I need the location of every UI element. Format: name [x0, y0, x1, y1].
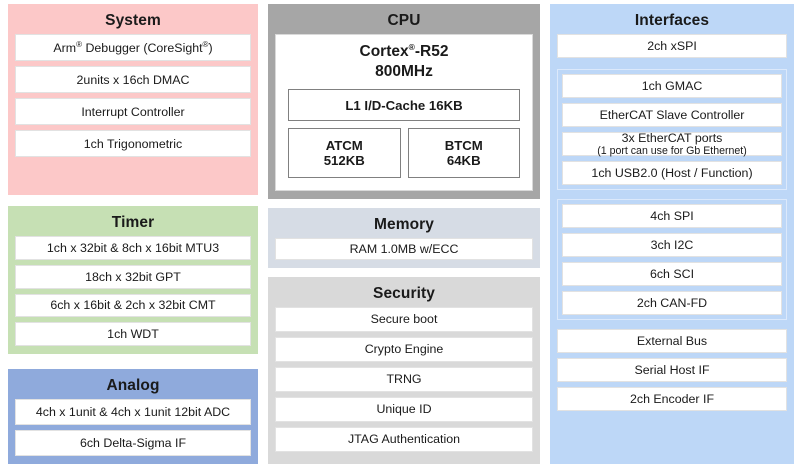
block-interrupt-controller: Interrupt Controller — [15, 98, 251, 125]
block-l1-cache: L1 I/D-Cache 16KB — [288, 89, 520, 121]
left-column: System Arm® Debugger (CoreSight®) 2units… — [8, 4, 258, 464]
panel-timer: Timer 1ch x 32bit & 8ch x 16bit MTU3 18c… — [8, 206, 258, 354]
right-column: Interfaces 2ch xSPI 1ch GMAC EtherCAT Sl… — [550, 4, 794, 464]
btcm-name: BTCM — [444, 137, 483, 153]
block-can-fd: 2ch CAN-FD — [562, 291, 782, 315]
block-adc: 4ch x 1unit & 4ch x 1unit 12bit ADC — [15, 399, 251, 425]
block-i2c: 3ch I2C — [562, 233, 782, 257]
block-wdt: 1ch WDT — [15, 322, 251, 346]
block-usb20: 1ch USB2.0 (Host / Function) — [562, 161, 782, 185]
cpu-core-frequency: 800MHz — [375, 63, 433, 80]
panel-title-security: Security — [373, 284, 435, 302]
block-encoder-if: 2ch Encoder IF — [557, 387, 787, 411]
panel-title-interfaces: Interfaces — [634, 12, 710, 29]
block-ethercat-slave-controller: EtherCAT Slave Controller — [562, 103, 782, 127]
block-unique-id: Unique ID — [275, 396, 533, 422]
block-sci: 6ch SCI — [562, 262, 782, 286]
panel-title-cpu: CPU — [387, 12, 421, 29]
interface-group-bus: External Bus Serial Host IF 2ch Encoder … — [557, 329, 787, 411]
block-cmt: 6ch x 16bit & 2ch x 32bit CMT — [15, 293, 251, 318]
block-atcm: ATCM 512KB — [288, 128, 401, 178]
interface-group-network: 1ch GMAC EtherCAT Slave Controller 3x Et… — [557, 69, 787, 190]
atcm-name: ATCM — [325, 137, 363, 153]
panel-system: System Arm® Debugger (CoreSight®) 2units… — [8, 4, 258, 195]
interface-group-serial: 4ch SPI 3ch I2C 6ch SCI 2ch CAN-FD — [557, 199, 787, 320]
block-mtu3: 1ch x 32bit & 8ch x 16bit MTU3 — [15, 236, 251, 260]
panel-title-timer: Timer — [111, 214, 155, 231]
ethercat-ports-line2: (1 port can use for Gb Ethernet) — [597, 145, 747, 157]
btcm-size: 64KB — [446, 152, 481, 168]
block-trng: TRNG — [275, 366, 533, 392]
cpu-core-container: Cortex®-R52 800MHz L1 I/D-Cache 16KB ATC… — [275, 34, 533, 191]
panel-security: Security Secure boot Crypto Engine TRNG … — [268, 276, 540, 464]
tcm-container: ATCM 512KB BTCM 64KB — [288, 128, 520, 178]
panel-analog: Analog 4ch x 1unit & 4ch x 1unit 12bit A… — [8, 369, 258, 464]
block-ethercat-ports: 3x EtherCAT ports (1 port can use for Gb… — [562, 131, 782, 157]
block-secure-boot: Secure boot — [275, 306, 533, 332]
block-dmac: 2units x 16ch DMAC — [15, 66, 251, 93]
panel-title-memory: Memory — [373, 215, 435, 233]
block-btcm: BTCM 64KB — [407, 128, 520, 178]
block-external-bus: External Bus — [557, 329, 787, 353]
block-ram: RAM 1.0MB w/ECC — [275, 237, 533, 260]
block-spi: 4ch SPI — [562, 204, 782, 228]
atcm-size: 512KB — [323, 152, 365, 168]
cpu-core-name: Cortex®-R52 — [359, 41, 449, 60]
block-delta-sigma-if: 6ch Delta-Sigma IF — [15, 430, 251, 456]
panel-interfaces: Interfaces 2ch xSPI 1ch GMAC EtherCAT Sl… — [550, 4, 794, 464]
ethercat-ports-line1: 3x EtherCAT ports — [621, 131, 723, 145]
block-crypto-engine: Crypto Engine — [275, 336, 533, 362]
panel-memory: Memory RAM 1.0MB w/ECC — [268, 207, 540, 268]
block-arm-debugger: Arm® Debugger (CoreSight®) — [15, 34, 251, 61]
middle-column: CPU Cortex®-R52 800MHz L1 I/D-Cache 16KB… — [268, 4, 540, 464]
panel-title-analog: Analog — [106, 377, 160, 394]
block-serial-host-if: Serial Host IF — [557, 358, 787, 382]
block-trigonometric: 1ch Trigonometric — [15, 130, 251, 157]
block-jtag-authentication: JTAG Authentication — [275, 426, 533, 452]
panel-cpu: CPU Cortex®-R52 800MHz L1 I/D-Cache 16KB… — [268, 4, 540, 199]
block-gmac: 1ch GMAC — [562, 74, 782, 98]
block-xspi: 2ch xSPI — [557, 34, 787, 58]
panel-title-system: System — [105, 12, 161, 29]
block-gpt: 18ch x 32bit GPT — [15, 264, 251, 289]
